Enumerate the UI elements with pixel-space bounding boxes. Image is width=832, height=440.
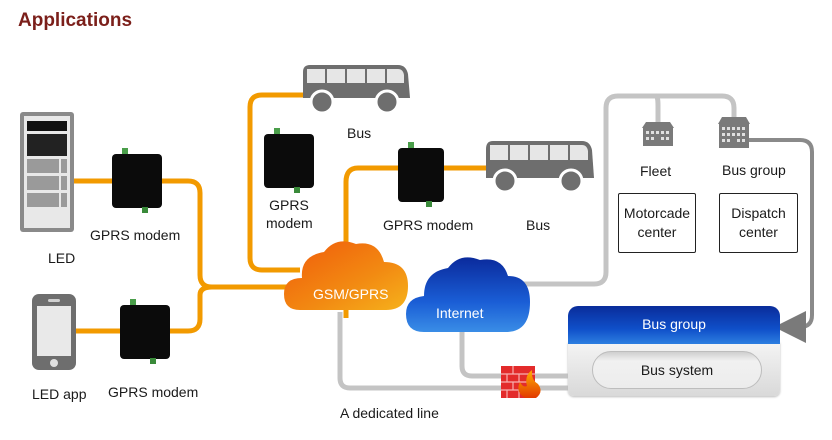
- gprs-modem-icon-1: [112, 148, 162, 213]
- bus-system-header-label: Bus group: [642, 316, 706, 332]
- link-internet-fleet: [480, 93, 737, 287]
- internet-cloud-icon: [406, 257, 530, 332]
- modem-label-app: GPRS modem: [108, 384, 199, 400]
- bus-group-label: Bus group: [722, 162, 786, 178]
- building-icon-fleet: [642, 122, 674, 146]
- link-internet-firewall: [459, 330, 570, 379]
- gsm-cloud-label: GSM/GPRS: [313, 286, 389, 302]
- firewall-icon: [501, 366, 541, 398]
- bus-label-top: Bus: [347, 125, 372, 141]
- link-bus-top-gsm: [247, 92, 303, 273]
- gprs-modem-icon-3: [264, 128, 314, 193]
- modem-label-led: GPRS modem: [90, 227, 181, 243]
- page-title: Applications: [18, 10, 133, 31]
- cellular-links: [74, 92, 486, 334]
- smartphone-icon: [32, 294, 76, 370]
- dedicated-line-label: A dedicated line: [340, 405, 439, 421]
- link-modem2-gsm: [168, 284, 213, 334]
- led-display-icon: [20, 112, 74, 232]
- gprs-modem-icon-2: [120, 299, 170, 364]
- modem-label-bus-mid: GPRS modem: [383, 217, 474, 233]
- link-busgroup-system: [748, 138, 814, 343]
- fleet-label: Fleet: [640, 163, 672, 179]
- led-label: LED: [48, 250, 76, 266]
- gprs-modem-icon-4: [398, 142, 444, 207]
- bus-icon-top: [303, 65, 410, 115]
- bus-system-header: [568, 306, 780, 344]
- wired-links: [337, 93, 737, 391]
- internet-cloud-label: Internet: [436, 305, 484, 321]
- motorcade-center-box: Motorcade center: [618, 193, 696, 253]
- link-gsm-dedicated: [337, 312, 570, 391]
- building-icon-bus-group: [718, 117, 750, 148]
- link-modem3-bus: [343, 165, 486, 318]
- bus-system-pill: [592, 351, 762, 389]
- bus-system-label: Bus system: [640, 362, 714, 378]
- bus-label-mid: Bus: [526, 217, 551, 233]
- link-fleet-drop: [654, 93, 661, 122]
- gsm-cloud-icon: [284, 241, 408, 310]
- dispatch-center-box: Dispatch center: [719, 193, 798, 253]
- bus-icon-mid: [486, 141, 594, 194]
- modem-label-bus-top: GPRS modem: [266, 197, 313, 231]
- led-app-label: LED app: [32, 386, 87, 402]
